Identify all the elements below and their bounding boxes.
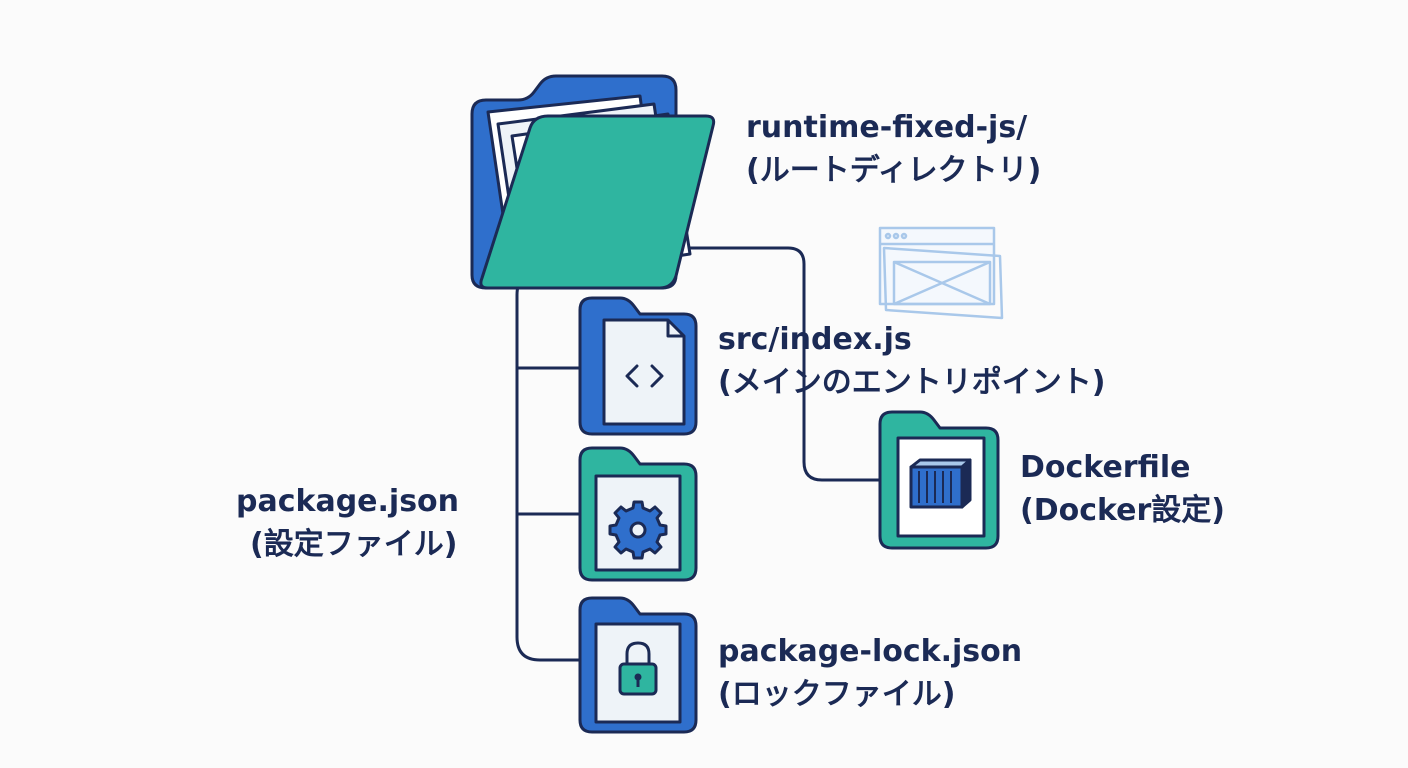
gear-icon	[578, 446, 698, 582]
open-folder-icon	[470, 74, 716, 290]
lock-name: package-lock.json	[718, 634, 1023, 669]
container-icon	[878, 410, 1000, 550]
index-desc: (メインのエントリポイント)	[718, 365, 1106, 400]
root-desc: (ルートディレクトリ)	[746, 153, 1042, 188]
dockerfile-name: Dockerfile	[1020, 450, 1191, 485]
code-file-icon	[578, 296, 698, 436]
root-name: runtime-fixed-js/	[746, 110, 1028, 145]
tree-connectors	[515, 230, 882, 662]
label-package: package.json (設定ファイル)	[236, 480, 459, 566]
label-dockerfile: Dockerfile (Docker設定)	[1020, 446, 1225, 532]
label-index: src/index.js (メインのエントリポイント)	[718, 318, 1105, 404]
package-desc: (設定ファイル)	[250, 527, 458, 562]
lock-icon	[578, 596, 698, 734]
label-root: runtime-fixed-js/ (ルートディレクトリ)	[746, 106, 1041, 192]
label-lock: package-lock.json (ロックファイル)	[718, 630, 1022, 716]
index-name: src/index.js	[718, 322, 912, 357]
dockerfile-desc: (Docker設定)	[1020, 493, 1226, 528]
browser-window-icon	[878, 226, 1004, 320]
package-name: package.json	[236, 484, 460, 519]
lock-desc: (ロックファイル)	[718, 677, 956, 712]
